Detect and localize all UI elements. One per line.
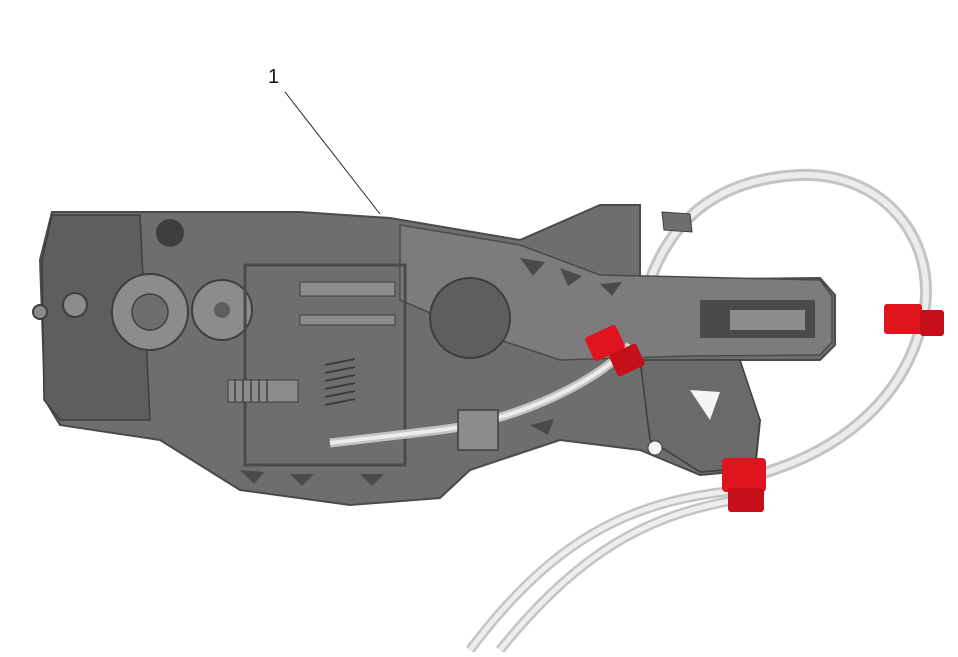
cable-clip-lower — [722, 458, 766, 512]
cable-clip-upper — [585, 325, 645, 377]
callout-1-leader-line — [284, 91, 381, 215]
lower-cables — [466, 485, 741, 654]
cable-clip-right — [884, 304, 944, 336]
callout-1-label: 1 — [268, 66, 280, 88]
return-spring — [324, 358, 356, 406]
truss-ribs — [240, 258, 622, 486]
